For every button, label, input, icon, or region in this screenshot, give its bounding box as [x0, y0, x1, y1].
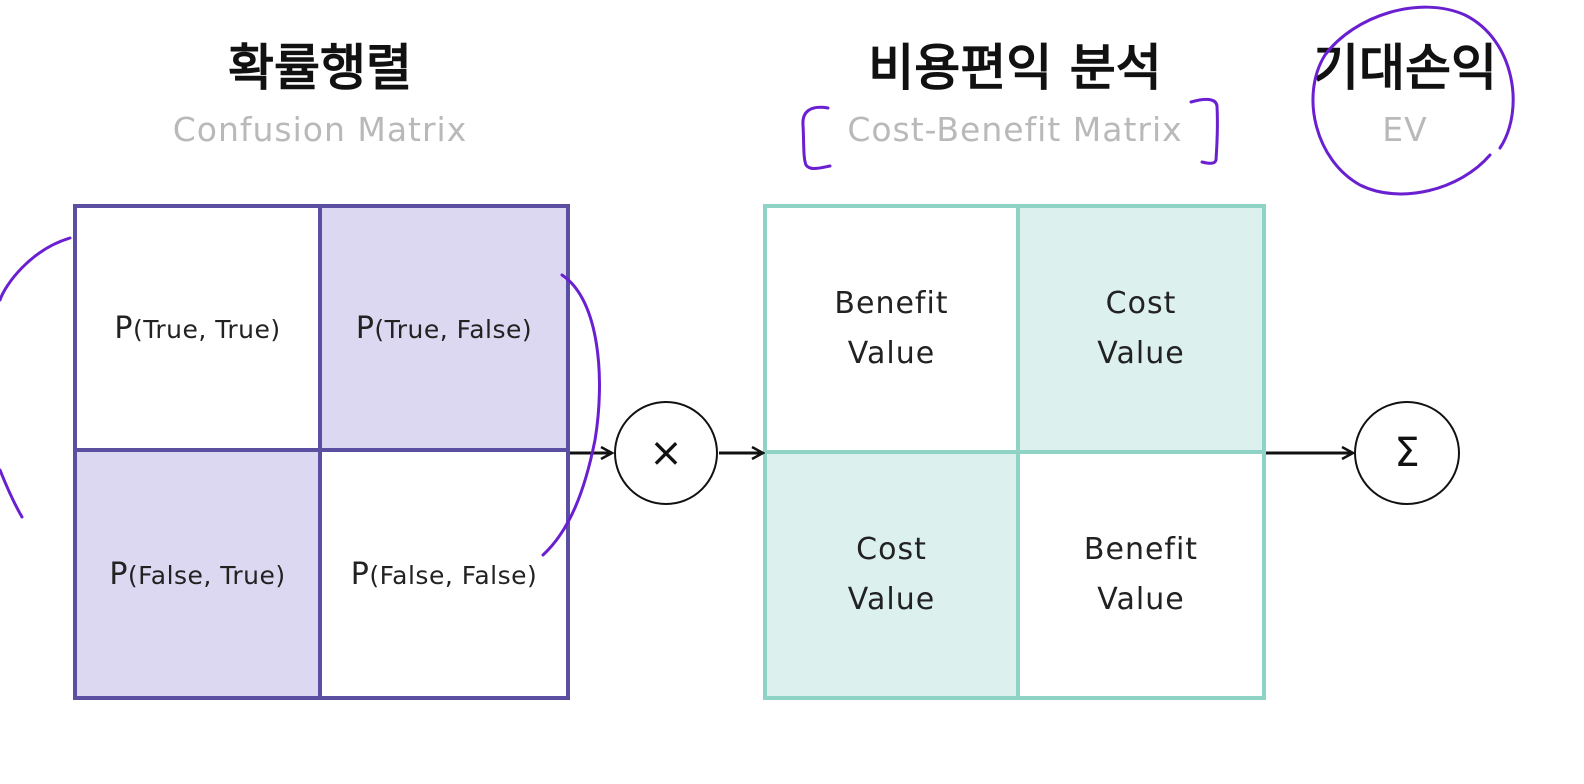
annotation-bracket-left — [801, 105, 832, 170]
confusion-cell-true-false: P(True, False) — [322, 208, 566, 452]
annotation-circle — [1311, 5, 1515, 196]
expected-value-title: 기대손익 — [1313, 39, 1497, 97]
sigma-icon: Σ — [1354, 401, 1460, 505]
confusion-cell-false-true: P(False, True) — [77, 452, 322, 696]
cost-benefit-title: 비용편익 분석 — [868, 39, 1162, 97]
annotation-left-arc — [0, 236, 72, 519]
confusion-matrix-subtitle: Confusion Matrix — [172, 110, 468, 149]
annotation-bracket-right — [1189, 97, 1219, 165]
multiply-icon: × — [614, 401, 718, 505]
cost-benefit-subtitle: Cost-Benefit Matrix — [847, 110, 1183, 149]
expected-value-subtitle: EV — [1382, 110, 1428, 149]
confusion-cell-false-false: P(False, False) — [350, 556, 538, 592]
confusion-cell-true-true: P(True, True) — [77, 208, 322, 452]
confusion-matrix: P(True, True) P(True, False) P(False, Tr… — [73, 204, 570, 700]
confusion-matrix-title: 확률행렬 — [228, 39, 412, 97]
annotation-right-bracket — [541, 273, 601, 557]
